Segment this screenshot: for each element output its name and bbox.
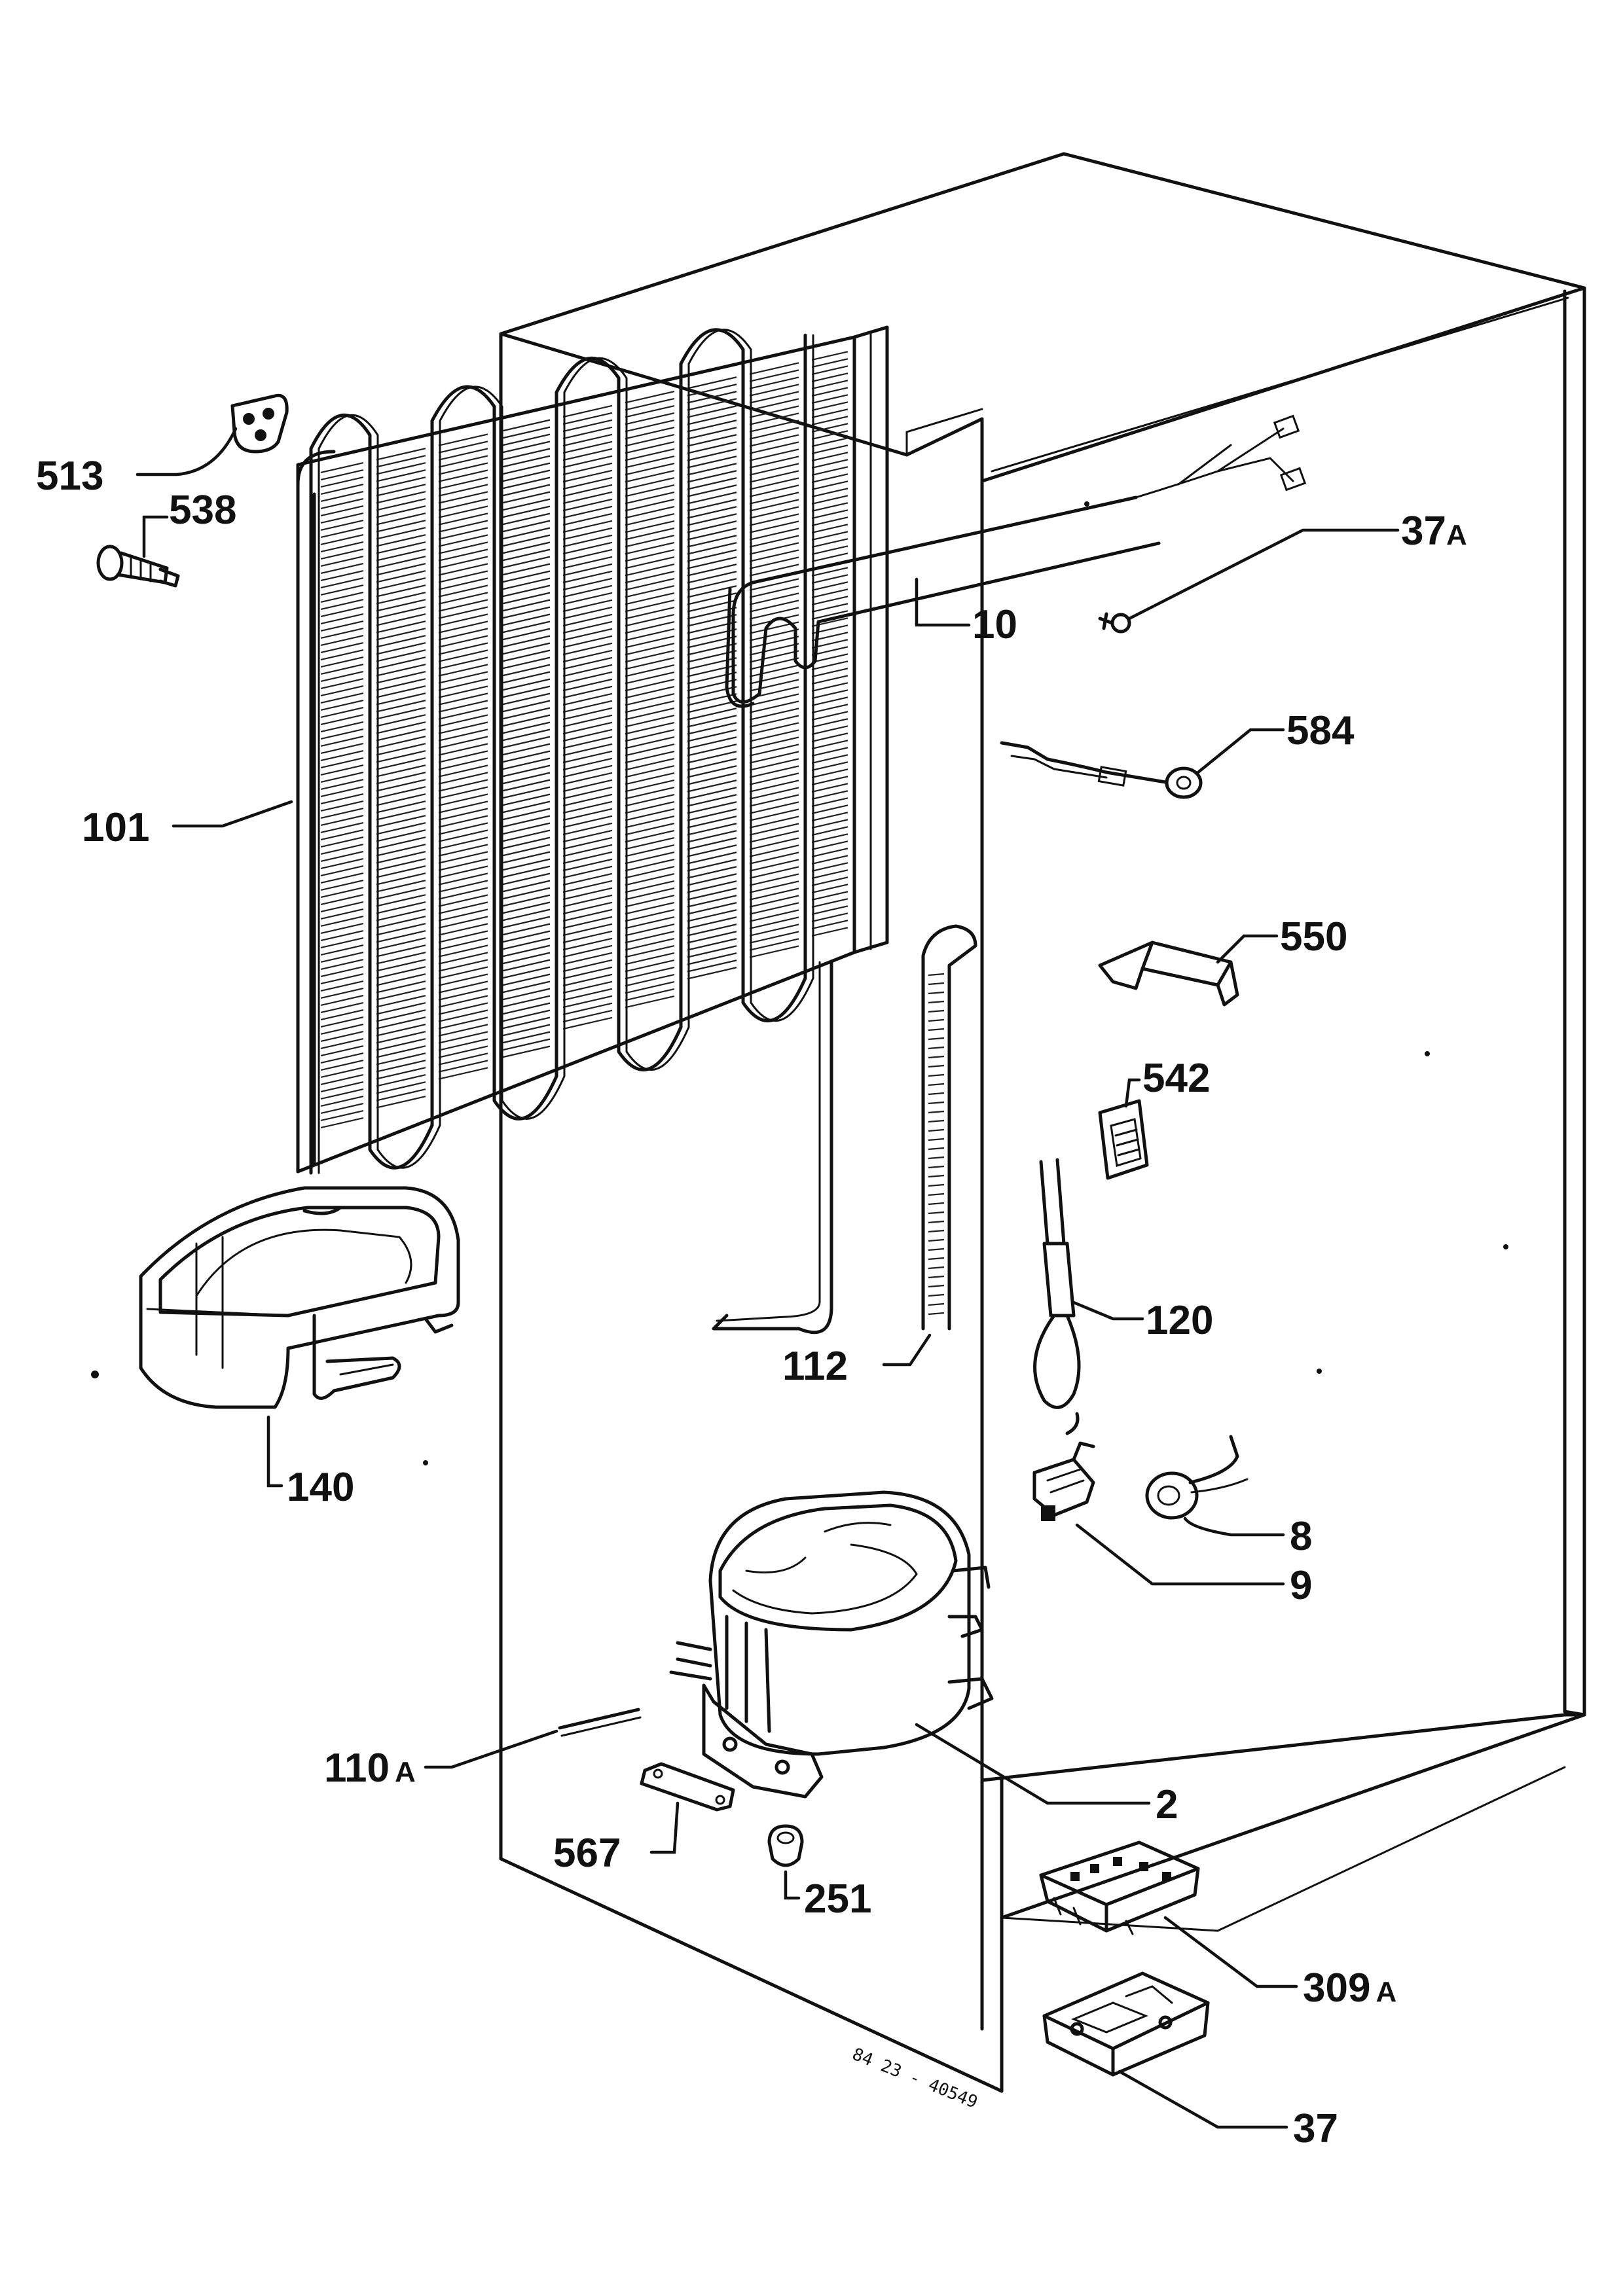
plug-37A [1098, 612, 1131, 634]
callout-567: 567 [553, 1831, 621, 1876]
callout-37A: 37A [1401, 509, 1467, 554]
drain-tube-10 [725, 414, 1307, 708]
callout-550: 550 [1280, 914, 1347, 960]
rubber-grommet-251 [767, 1824, 804, 1867]
mounting-plate-567 [640, 1762, 735, 1812]
callout-140: 140 [287, 1465, 354, 1510]
starter-relay-9 [1032, 1441, 1095, 1521]
callout-584: 584 [1286, 708, 1355, 753]
thermostat-capillary-120 [1033, 1158, 1081, 1435]
callout-2: 2 [1156, 1782, 1178, 1827]
callout-101: 101 [82, 805, 149, 850]
callout-538: 538 [169, 488, 236, 533]
callout-37: 37 [1293, 2106, 1338, 2151]
callout-120: 120 [1146, 1298, 1213, 1343]
compressor-2 [669, 1490, 994, 1799]
drawing-number: 84 23 - 40549 [849, 2045, 980, 2113]
callout-9: 9 [1290, 1563, 1312, 1608]
fixing-screw-538 [96, 545, 180, 588]
callout-10: 10 [972, 602, 1017, 647]
control-box-37 [1042, 1971, 1210, 2077]
filter-dryer-112 [921, 924, 977, 1331]
leader-lines [136, 427, 1400, 2129]
clamp-550 [1098, 941, 1239, 1007]
callout-8: 8 [1290, 1514, 1312, 1559]
cabinet [91, 152, 1586, 2093]
callout-513: 513 [36, 454, 103, 499]
terminal-block-309A [1039, 1840, 1200, 1935]
callout-542: 542 [1142, 1056, 1210, 1101]
callout-112: 112 [782, 1344, 848, 1389]
callout-labels: 513 538 37A 10 584 101 550 542 120 112 1… [36, 454, 1467, 2151]
bracket-513 [230, 393, 289, 454]
cable-grommet-584 [1000, 741, 1203, 799]
callout-251: 251 [804, 1876, 871, 1922]
thermal-protector-8 [1145, 1435, 1249, 1520]
condenser-101 [296, 325, 889, 1335]
drip-tray-140 [139, 1186, 460, 1409]
relay-cover-542 [1098, 1099, 1149, 1180]
capillary-tube-110A [558, 1708, 642, 1737]
